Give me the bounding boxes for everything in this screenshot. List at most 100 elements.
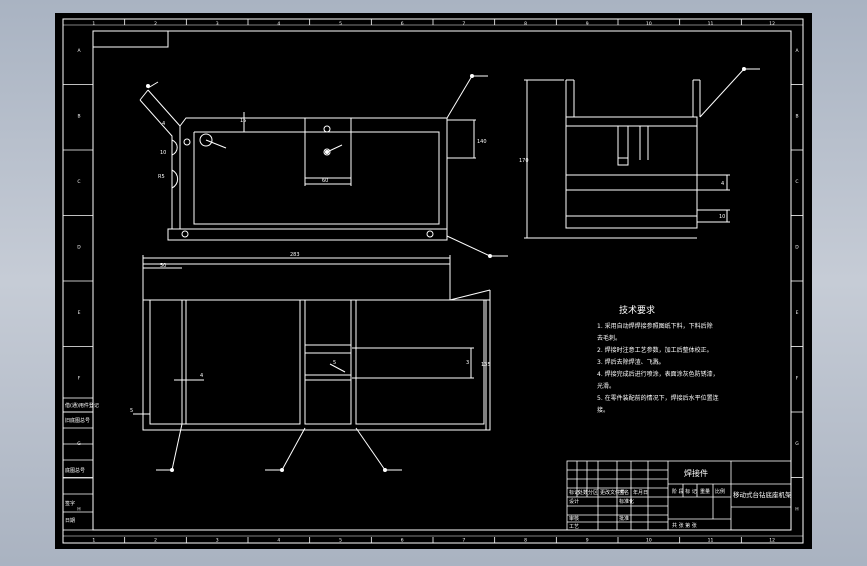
zone-letter-left: H: [77, 506, 80, 512]
title-row-mark: 标记: [569, 489, 579, 496]
zone-letter-right: G: [795, 441, 799, 447]
title-row-review: 审核: [569, 515, 579, 522]
plan-dim-edge: 5: [130, 408, 133, 414]
zone-number-bottom: 7: [462, 538, 465, 544]
left-strip-table: [62, 397, 94, 531]
top-dim-inner: 15: [240, 118, 246, 124]
top-dim-slot: 10: [160, 150, 166, 156]
top-dim-r: R5: [158, 174, 165, 180]
inner-frame: [92, 30, 792, 531]
zone-number-top: 6: [401, 21, 404, 27]
title-row-process: 工艺: [569, 524, 579, 530]
tech-item-1: 1. 采用自动焊焊接参照图纸下料，下料后除: [597, 322, 713, 330]
plan-view-welds: [170, 468, 387, 472]
plan-dim-left: 50: [160, 263, 166, 269]
zone-number-top: 1: [92, 21, 95, 27]
zone-letter-right: E: [796, 310, 799, 316]
zone-number-bottom: 9: [586, 538, 589, 544]
tech-item-4b: 光滑。: [597, 382, 615, 390]
zone-number-bottom: 3: [216, 538, 219, 544]
zone-number-bottom: 5: [339, 538, 342, 544]
zone-number-top: 9: [586, 21, 589, 27]
title-col-zone: 分区: [588, 489, 598, 496]
zone-number-bottom: 1: [92, 538, 95, 544]
plan-dim-height: 135: [481, 362, 491, 368]
zone-letter-right: B: [795, 113, 798, 119]
zone-markers-right: A B C D E F G H: [791, 48, 803, 512]
title-col-date: 年月日: [633, 489, 648, 496]
zone-number-top: 8: [524, 21, 527, 27]
side-dim-b: 10: [719, 214, 725, 220]
top-dim-left: 4: [162, 121, 165, 127]
plan-dim-total: 283: [290, 252, 300, 258]
zone-letter-right: C: [795, 179, 798, 185]
zone-number-bottom: 8: [524, 538, 527, 544]
zone-letter-left: A: [77, 48, 81, 54]
zone-number-top: 3: [216, 21, 219, 27]
side-dim-a: 4: [721, 181, 724, 187]
tech-item-5: 5. 在零件装配前的情况下，焊接后水平位置连: [597, 394, 719, 402]
side-view: [524, 68, 760, 239]
tech-item-4: 4. 焊接完成后进行喷涂，表面涂灰色防锈漆，: [597, 370, 719, 378]
zone-letter-left: C: [77, 179, 80, 185]
paper-background: [55, 13, 812, 549]
top-view: [139, 75, 508, 257]
zone-letter-left: F: [78, 375, 81, 381]
zone-number-top: 7: [462, 21, 465, 27]
zone-number-bottom: 12: [769, 538, 775, 544]
zone-letter-right: A: [795, 48, 799, 54]
tech-item-1b: 去毛刺。: [597, 334, 621, 342]
title-weight-label: 重量: [700, 488, 710, 495]
side-dim-height: 170: [519, 158, 529, 164]
zone-letter-right: D: [795, 244, 799, 250]
zone-letter-right: F: [796, 375, 799, 381]
tech-requirements-title: 技术要求: [619, 304, 655, 316]
title-col-sign: 签名: [619, 489, 629, 496]
title-block: [566, 460, 792, 531]
side-weld-mark: [742, 67, 746, 71]
plan-dim-hole: 4: [200, 373, 203, 379]
title-col-count: 处数: [578, 489, 588, 496]
plan-dim-plate: 5: [333, 360, 336, 366]
tech-item-5b: 接。: [597, 406, 609, 414]
frame-tab: [93, 31, 169, 48]
zone-number-bottom: 2: [154, 538, 157, 544]
title-approve-label: 批准: [619, 515, 629, 522]
title-material: 焊接件: [684, 468, 708, 478]
zone-number-top: 2: [154, 21, 157, 27]
plan-dim-inner: 3: [466, 360, 469, 366]
tech-item-3: 3. 焊后去除焊渣、飞溅。: [597, 358, 665, 366]
plan-view: [133, 255, 491, 471]
left-strip-label-2: 旧底图总号: [65, 417, 90, 424]
zone-number-bottom: 4: [277, 538, 280, 544]
left-strip-label-1: 借(通)用件登记: [65, 402, 99, 409]
title-std-label: 标准化: [619, 498, 634, 505]
top-dim-small: 60: [322, 178, 328, 184]
left-strip-label-5: 日期: [65, 518, 75, 524]
title-row-design: 设计: [569, 498, 579, 505]
zone-number-bottom: 10: [646, 538, 652, 544]
zone-letter-right: H: [795, 506, 798, 512]
zone-number-top: 12: [769, 21, 775, 27]
zone-number-top: 5: [339, 21, 342, 27]
tech-item-2: 2. 焊接时注意工艺参数，加工后整体校正。: [597, 346, 713, 354]
top-view-welds: [146, 74, 492, 258]
zone-number-bottom: 6: [401, 538, 404, 544]
title-sheet-label: 共 张 第 张: [672, 522, 697, 529]
title-part-name: 移动式台钻底座机架: [733, 490, 792, 499]
title-stage-label: 阶 段 标 记: [672, 488, 697, 495]
title-col-file: 更改文件号: [600, 489, 625, 496]
zone-number-top: 10: [646, 21, 652, 27]
zone-letter-left: D: [77, 244, 81, 250]
left-strip-label-3: 底图总号: [65, 467, 85, 474]
zone-letter-left: B: [77, 113, 80, 119]
left-strip-label-4: 签字: [65, 500, 75, 507]
zone-number-bottom: 11: [708, 538, 714, 544]
top-dim-height: 140: [477, 139, 487, 145]
zone-number-top: 11: [708, 21, 714, 27]
zone-number-top: 4: [277, 21, 280, 27]
